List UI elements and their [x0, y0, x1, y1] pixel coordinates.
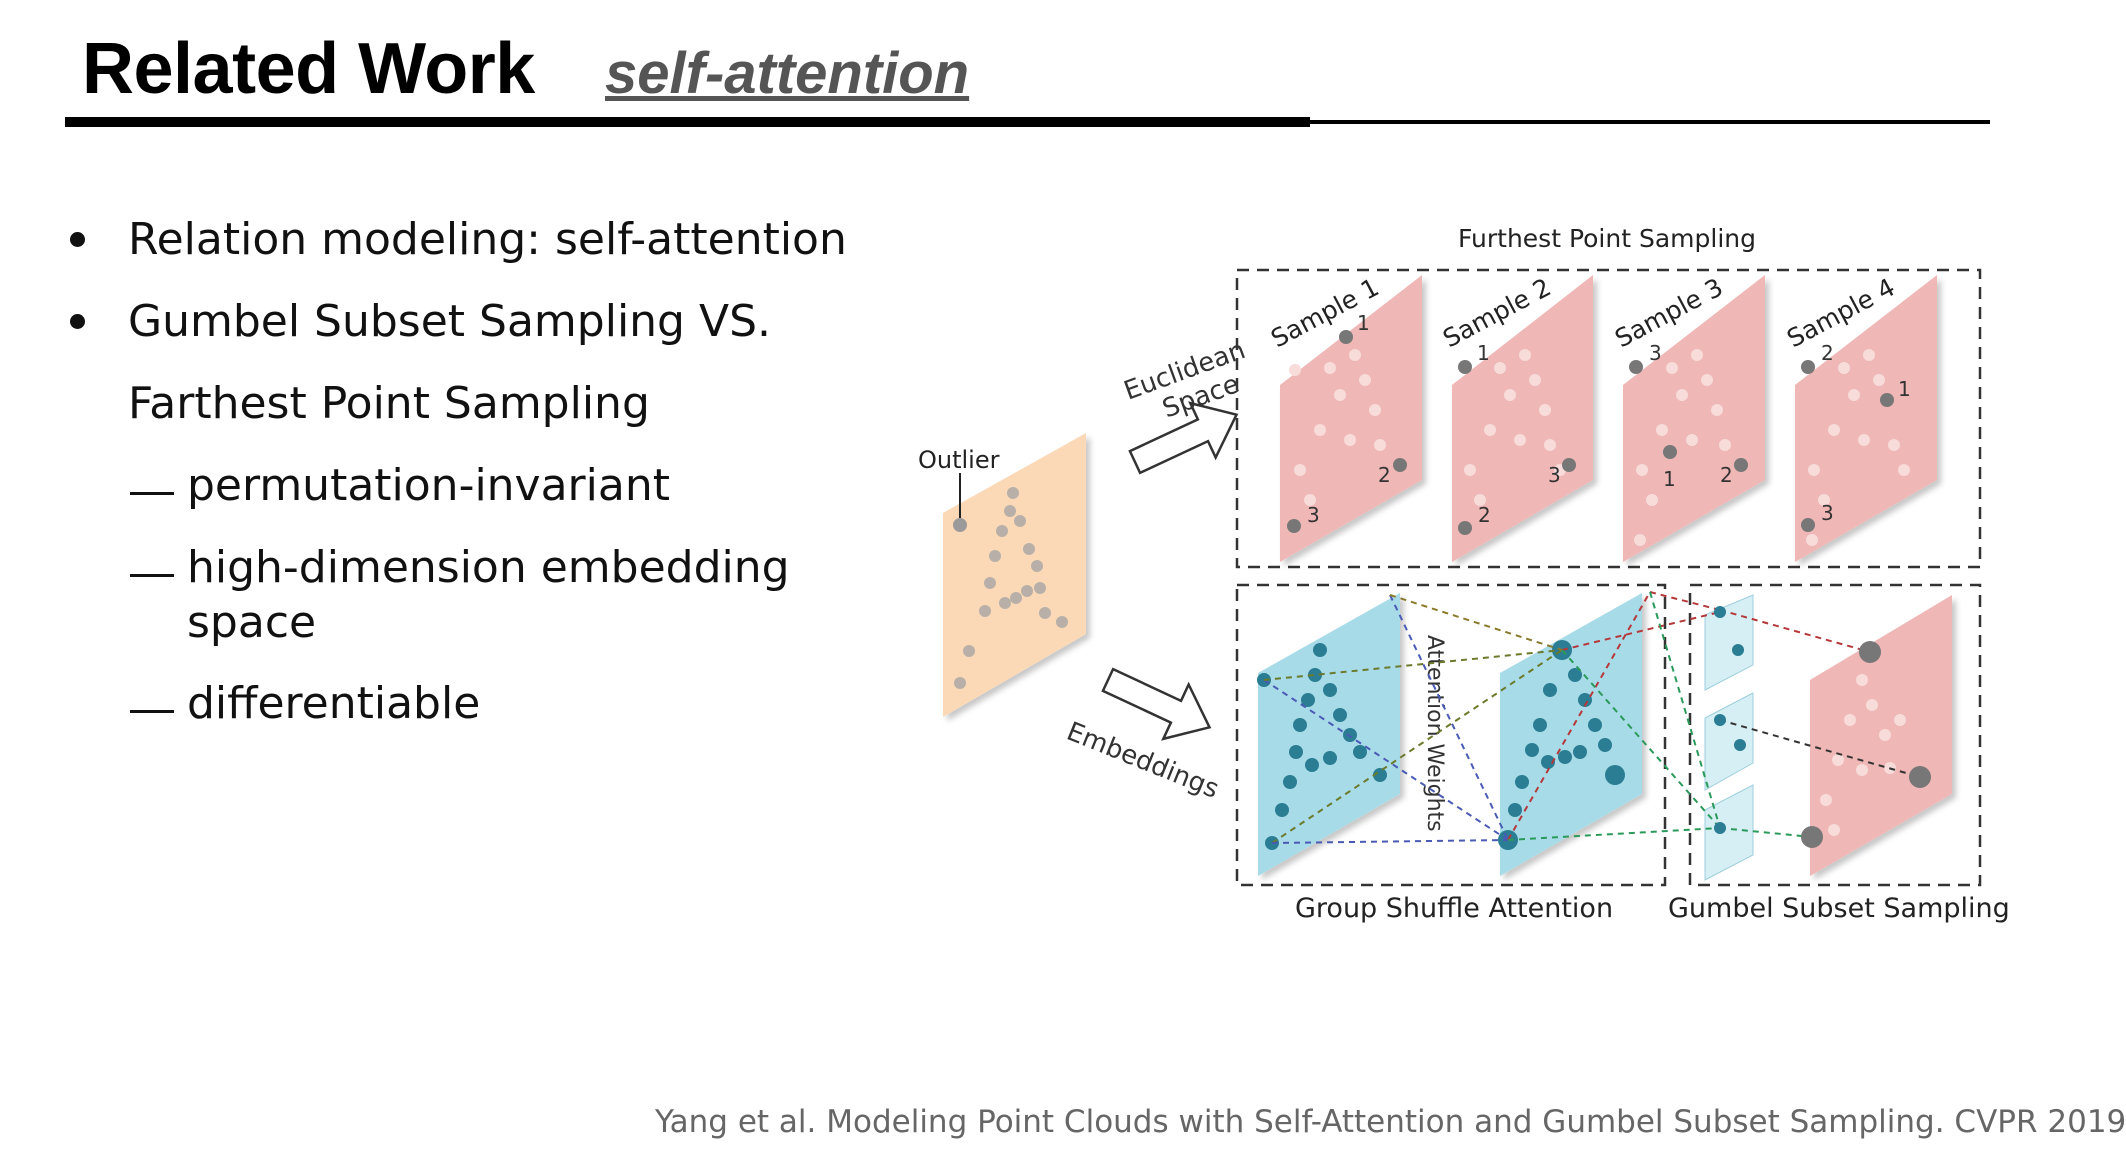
embeddings-arrow — [1101, 667, 1212, 741]
order-number: 2 — [1821, 341, 1834, 365]
gsa-caption: Group Shuffle Attention — [1295, 893, 1613, 924]
input-point-cloud-panel — [943, 433, 1086, 717]
order-number: 1 — [1357, 311, 1370, 335]
bullet-gumbel-vs-cont: Farthest Point Sampling — [128, 378, 650, 429]
gss-output-light-points — [1820, 674, 1906, 836]
sub-bullet-differentiable: differentiable — [187, 678, 481, 729]
slide-subtitle-link[interactable]: self-attention — [605, 41, 970, 106]
order-number: 2 — [1478, 503, 1491, 527]
sample-order-numbers: 1 2 3 1 3 2 3 1 2 2 1 3 — [1307, 311, 1911, 527]
sub-bullet-high-dimension: high-dimension embedding — [187, 542, 790, 593]
order-number: 1 — [1663, 467, 1676, 491]
sub-bullet-dash — [130, 574, 174, 577]
order-number: 2 — [1720, 463, 1733, 487]
sub-bullet-high-dimension-cont: space — [187, 597, 317, 648]
embedding-points-output — [1498, 640, 1625, 850]
gsa-region-box — [1235, 583, 1667, 887]
citation-footer: Yang et al. Modeling Point Clouds with S… — [655, 1104, 2126, 1140]
gss-small-panels — [1704, 594, 1754, 881]
sub-bullet-dash — [130, 492, 174, 495]
title-rule-thick — [65, 117, 1310, 127]
embedding-points-input — [1257, 643, 1387, 850]
order-number: 1 — [1898, 377, 1911, 401]
outlier-point — [953, 518, 967, 532]
sample-panel-points — [1289, 349, 1910, 546]
bullet-dot — [70, 314, 85, 329]
input-points — [954, 487, 1068, 689]
bullet-relation-modeling: Relation modeling: self-attention — [128, 214, 847, 265]
gss-selected-points — [1801, 641, 1931, 848]
title-rule-thin — [1310, 120, 1990, 124]
sampled-points — [1287, 330, 1894, 535]
bullet-dot — [70, 232, 85, 247]
gss-region-box — [1688, 583, 1982, 887]
order-number: 3 — [1307, 503, 1320, 527]
embedding-panel-input — [1258, 593, 1400, 876]
order-number: 1 — [1477, 341, 1490, 365]
gss-caption: Gumbel Subset Sampling — [1668, 893, 2010, 924]
order-number: 3 — [1649, 341, 1662, 365]
order-number: 2 — [1378, 463, 1391, 487]
attention-weights-label: Attention Weights — [1422, 635, 1447, 832]
gss-small-panel-points — [1714, 606, 1746, 834]
bullet-gumbel-vs: Gumbel Subset Sampling VS. — [128, 296, 771, 347]
fps-title: Furthest Point Sampling — [1458, 224, 1756, 253]
euclidean-arrow — [1128, 401, 1239, 475]
point-sampling-figure: Outlier Euclidean Space Embeddings Furth… — [918, 224, 2010, 924]
embedding-panel-output — [1500, 593, 1642, 876]
order-number: 3 — [1821, 501, 1834, 525]
outlier-label: Outlier — [918, 446, 1000, 474]
attention-lines — [1263, 591, 1921, 844]
sub-bullet-permutation: permutation-invariant — [187, 460, 670, 511]
fps-region-box — [1235, 268, 1982, 569]
sub-bullet-dash — [130, 710, 174, 713]
order-number: 3 — [1548, 463, 1561, 487]
sample-panels — [1280, 275, 1937, 562]
slide-title: Related Work — [82, 29, 535, 109]
